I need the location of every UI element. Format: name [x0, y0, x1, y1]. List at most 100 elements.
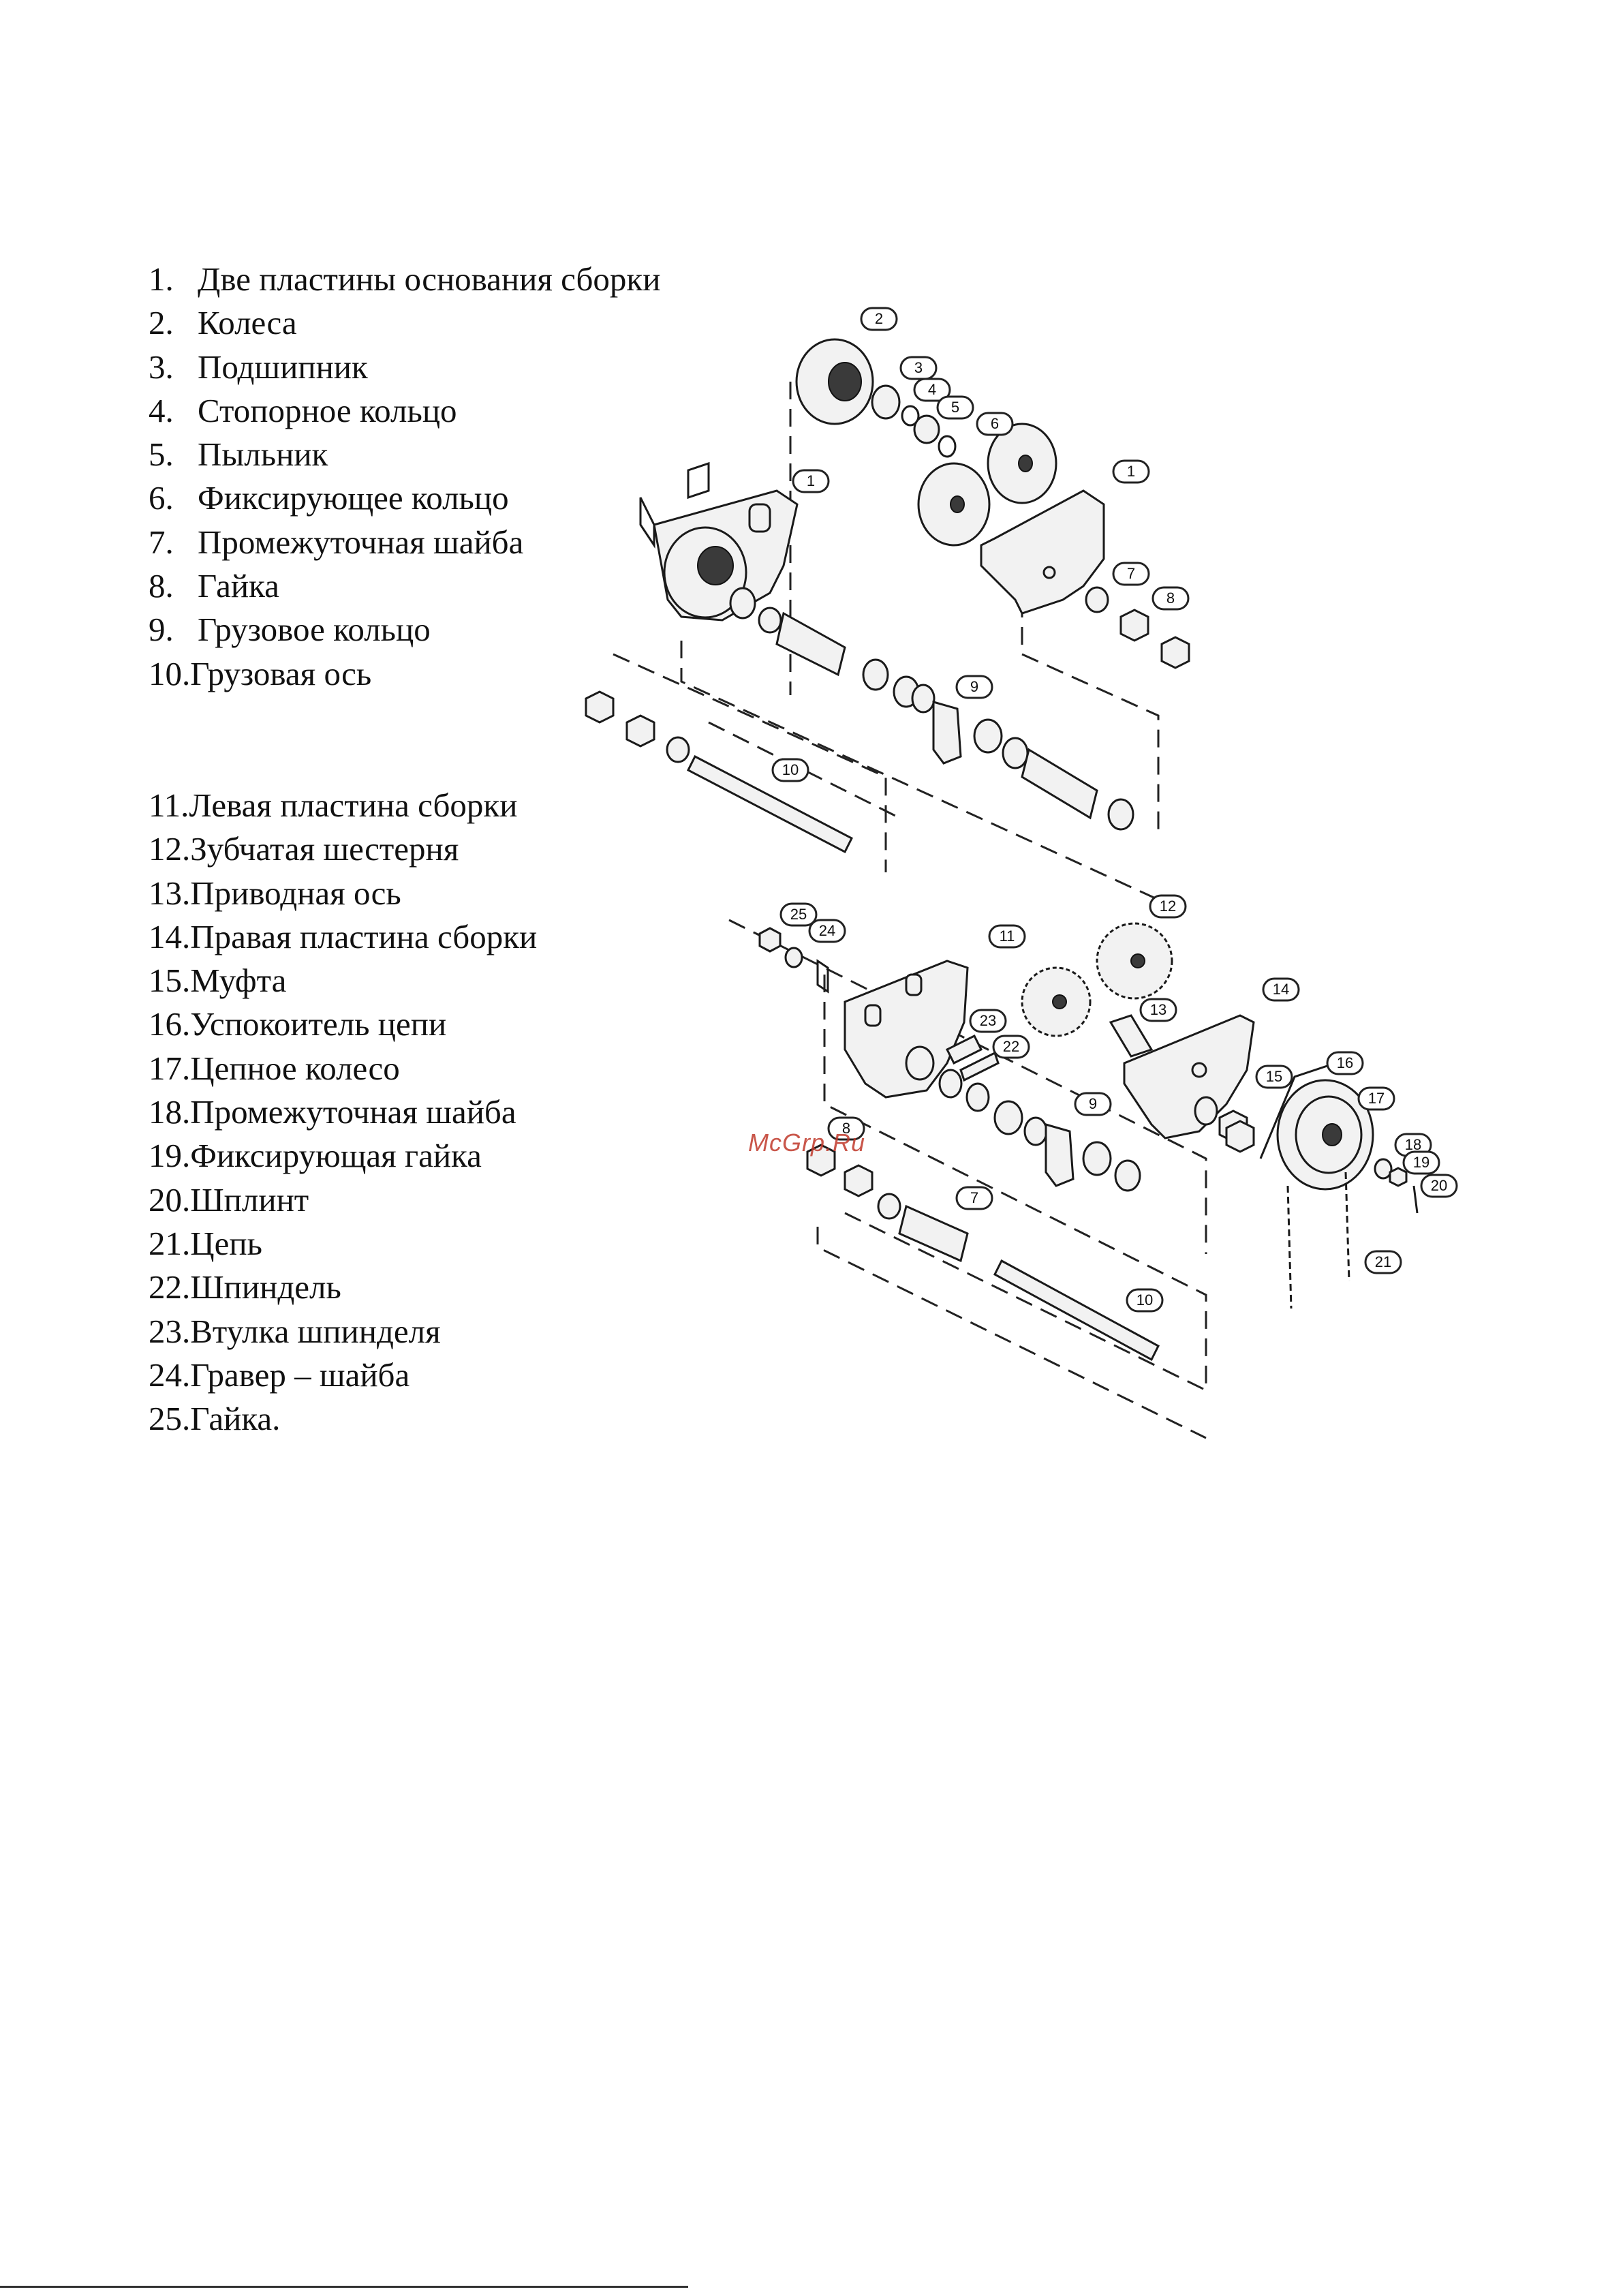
washer: [911, 684, 936, 714]
part-list-item: 23.Втулка шпинделя: [149, 1310, 537, 1353]
plate-flag: [639, 497, 655, 549]
guide-line: [816, 1227, 1207, 1439]
part-number: 1.: [149, 260, 174, 298]
part-label: Правая пластина сборки: [190, 917, 538, 955]
callout-number: 9: [1089, 1095, 1097, 1112]
part-list-item: 24.Гравер – шайба: [149, 1353, 537, 1397]
part-number: 21.: [149, 1224, 191, 1262]
callout-label: 7: [1112, 562, 1150, 586]
callout-label: 15: [1255, 1065, 1293, 1089]
part-label: Промежуточная шайба: [198, 523, 524, 561]
callout-label: 1: [1112, 459, 1150, 484]
part-number: 3.: [149, 348, 174, 386]
callout-label: 18: [1394, 1133, 1432, 1157]
part-label: Грузовое кольцо: [198, 611, 431, 649]
part-list-item: 17.Цепное колесо: [149, 1047, 537, 1090]
lock-ring: [938, 435, 957, 458]
part-label: Гайка: [198, 567, 279, 605]
part-list-item: 25.Гайка.: [149, 1397, 537, 1441]
part-list-item: 13.Приводная ось: [149, 872, 537, 915]
part-number: 9.: [149, 611, 174, 649]
part-list-item: 18.Промежуточная шайба: [149, 1090, 537, 1134]
part-label: Пыльник: [198, 435, 328, 474]
part-label: Грузовая ось: [190, 654, 372, 692]
bearing-hole: [697, 546, 734, 585]
washer: [1374, 1158, 1393, 1180]
callout-number: 10: [1137, 1291, 1153, 1308]
callout-label: 20: [1420, 1174, 1458, 1198]
part-label: Приводная ось: [190, 874, 401, 912]
callout-number: 1: [1127, 463, 1135, 480]
part-list-item: 5.Пыльник: [149, 433, 660, 476]
callout-number: 8: [842, 1120, 850, 1137]
part-number: 7.: [149, 523, 174, 561]
callout-number: 8: [1166, 590, 1175, 607]
part-label: Цепь: [190, 1224, 262, 1262]
plate-stud: [905, 973, 923, 996]
callout-label: 25: [779, 902, 818, 927]
part-number: 25.: [149, 1400, 191, 1438]
part-label: Гайка.: [190, 1400, 281, 1438]
callout-label: 2: [860, 307, 898, 331]
callout-label: 22: [992, 1035, 1030, 1059]
part-list-item: 7. Промежуточная шайба: [149, 521, 660, 564]
left-assembly-plate: [844, 960, 969, 1099]
part-number: 23.: [149, 1312, 191, 1350]
callout-label: 23: [969, 1009, 1007, 1033]
gear-hub: [1052, 994, 1067, 1009]
chain-wheel-hub: [1322, 1123, 1342, 1146]
spacer-spring: [775, 611, 846, 677]
spacer: [729, 587, 756, 619]
part-label: Зубчатая шестерня: [190, 830, 459, 868]
guide-line: [680, 641, 1159, 901]
washer: [862, 658, 889, 691]
clutch: [1194, 1096, 1218, 1126]
part-label: Две пластины основания сборки: [198, 260, 661, 298]
guide-line: [708, 721, 900, 819]
part-list-item: 2.Колеса: [149, 301, 660, 345]
gear-hub: [1130, 953, 1145, 968]
callout-label: 10: [1126, 1288, 1164, 1313]
part-number: 14.: [149, 917, 191, 955]
callout-number: 4: [928, 381, 936, 398]
part-list-item: 4.Стопорное кольцо: [149, 389, 660, 433]
callout-label: 13: [1139, 998, 1177, 1022]
spacer-spring: [898, 1204, 969, 1263]
part-number: 8.: [149, 567, 174, 605]
callout-number: 5: [951, 399, 959, 416]
nut: [806, 1144, 836, 1177]
nut: [1225, 1120, 1255, 1153]
callout-number: 16: [1337, 1054, 1353, 1071]
part-number: 6.: [149, 479, 174, 517]
spacer: [905, 1045, 935, 1081]
washer: [758, 607, 782, 634]
plate-stud: [864, 1004, 882, 1027]
chain: [1344, 1172, 1350, 1282]
spindle: [959, 1051, 1000, 1082]
part-number: 13.: [149, 874, 191, 912]
plate-flag: [687, 461, 710, 500]
callout-label: 21: [1364, 1250, 1402, 1274]
part-label: Колеса: [198, 304, 297, 342]
washer: [1107, 798, 1134, 831]
part-list-item: 9. Грузовое кольцо: [149, 608, 660, 652]
callout-number: 18: [1405, 1136, 1421, 1153]
callout-label: 17: [1357, 1086, 1395, 1111]
part-list-item: 22.Шпиндель: [149, 1266, 537, 1309]
nut: [585, 690, 615, 724]
washer: [1114, 1159, 1141, 1192]
callout-label: 4: [913, 378, 951, 402]
bottom-assembly: [728, 919, 1419, 1439]
callout-label: 16: [1326, 1051, 1364, 1075]
load-ring: [1045, 1123, 1075, 1187]
part-label: Фиксирующее кольцо: [198, 479, 509, 517]
nut: [1119, 609, 1149, 642]
callout-label: 1: [792, 469, 830, 493]
part-number: 11.: [149, 786, 189, 824]
retaining-ring: [901, 405, 920, 427]
callout-number: 7: [970, 1189, 978, 1206]
washer: [877, 1193, 901, 1220]
callout-number: 10: [782, 761, 799, 778]
